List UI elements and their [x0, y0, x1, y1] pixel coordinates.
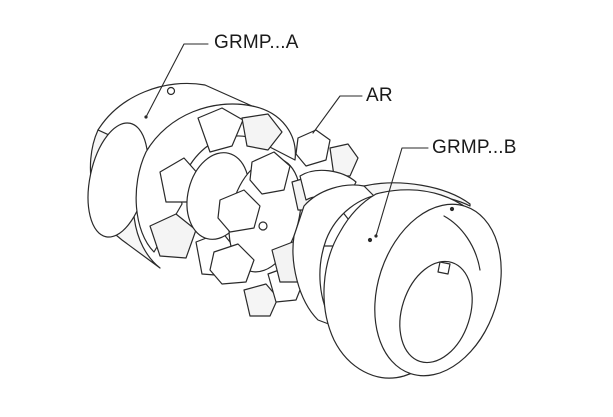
hub-b: [271, 169, 502, 379]
label-ar: AR: [366, 85, 393, 106]
label-grmp-b: GRMP...B: [432, 137, 517, 158]
leader-line-a: [145, 43, 209, 118]
leader-dot-b: [374, 234, 378, 238]
leader-line-b: [375, 147, 429, 237]
label-grmp-a: GRMP...A: [214, 32, 299, 53]
leader-lines: [145, 43, 429, 237]
leader-line-ar: [312, 95, 363, 134]
leader-dot-a: [144, 115, 148, 119]
